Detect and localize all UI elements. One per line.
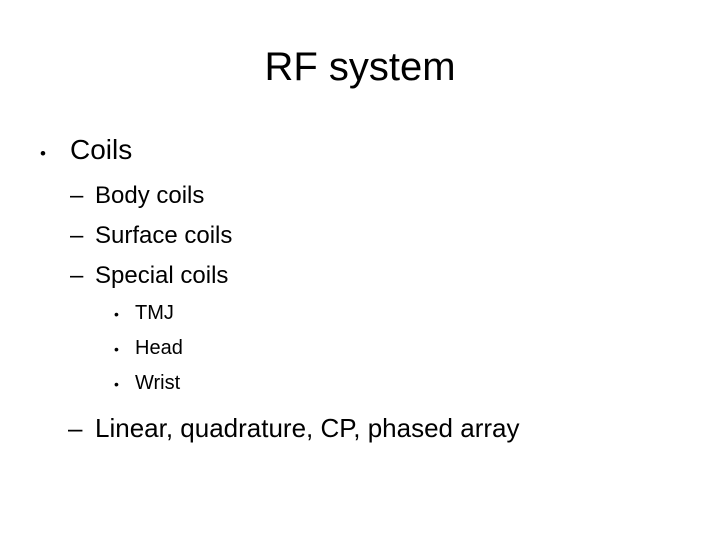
disc-bullet-icon: • — [114, 306, 119, 322]
list-item-label: Surface coils — [95, 222, 233, 249]
list-item-label: Special coils — [95, 262, 229, 289]
page-title: RF system — [264, 45, 456, 89]
list-item-label: TMJ — [135, 302, 174, 324]
list-item-label: Coils — [70, 134, 133, 165]
slide-body-content: • Coils – Body coils – Surface coils – S… — [0, 130, 720, 448]
disc-bullet-icon: • — [114, 376, 119, 392]
disc-bullet-icon: • — [114, 341, 119, 357]
list-item[interactable]: – Linear, quadrature, CP, phased array — [0, 408, 720, 448]
list-item-label: Body coils — [95, 182, 205, 209]
list-item[interactable]: • Coils — [0, 130, 720, 174]
list-item-label: Linear, quadrature, CP, phased array — [95, 413, 520, 443]
list-item[interactable]: – Body coils — [0, 176, 720, 216]
dash-bullet-icon: – — [68, 413, 83, 443]
list-item-label: Wrist — [135, 372, 181, 394]
list-item[interactable]: – Surface coils — [0, 216, 720, 256]
list-item[interactable]: • Head — [0, 331, 720, 366]
dash-bullet-icon: – — [70, 262, 84, 289]
dash-bullet-icon: – — [70, 182, 84, 209]
list-item-label: Head — [135, 337, 183, 359]
disc-bullet-icon: • — [40, 144, 46, 163]
list-item[interactable]: • Wrist — [0, 366, 720, 401]
list-item[interactable]: – Special coils — [0, 256, 720, 296]
dash-bullet-icon: – — [70, 222, 84, 249]
list-item[interactable]: • TMJ — [0, 296, 720, 331]
